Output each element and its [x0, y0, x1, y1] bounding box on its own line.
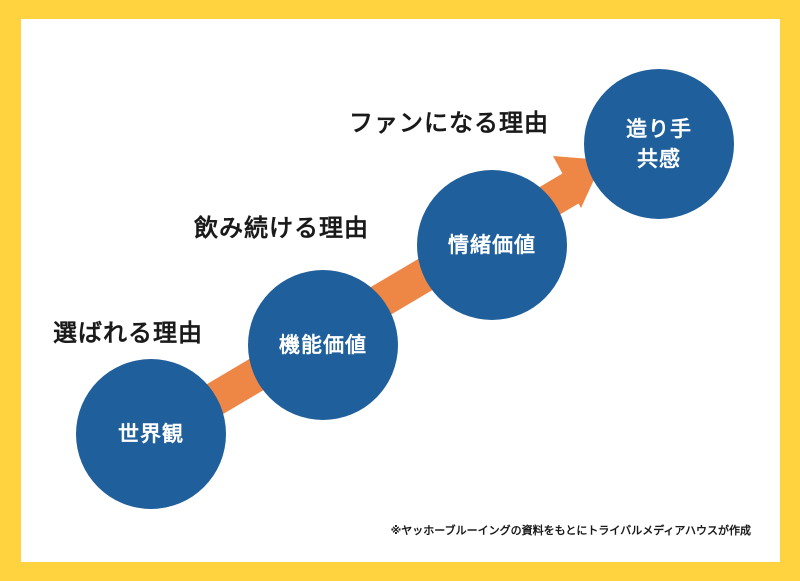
circle-emotional-value-label: 情緒価値: [448, 232, 536, 257]
diagram-panel: 世界観 機能価値 情緒価値 造り手 共感 選ばれる理由 飲み続ける理由 ファンに…: [21, 19, 780, 562]
circle-functional-value-label: 機能価値: [279, 332, 367, 357]
label-reason-keep-drinking: 飲み続ける理由: [194, 214, 369, 242]
circle-worldview-label: 世界観: [118, 421, 184, 446]
circle-maker-empathy-line2: 共感: [637, 147, 681, 171]
circle-functional-value: 機能価値: [248, 270, 398, 420]
source-note: ※ヤッホーブルーイングの資料をもとにトライバルメディアハウスが作成: [390, 524, 751, 537]
label-reason-chosen: 選ばれる理由: [53, 319, 203, 347]
circle-maker-empathy: 造り手 共感: [584, 69, 734, 219]
circle-maker-empathy-line1: 造り手: [626, 116, 692, 141]
label-reason-become-fan: ファンになる理由: [349, 109, 549, 137]
circle-worldview: 世界観: [76, 359, 226, 509]
circle-emotional-value: 情緒価値: [417, 170, 567, 320]
